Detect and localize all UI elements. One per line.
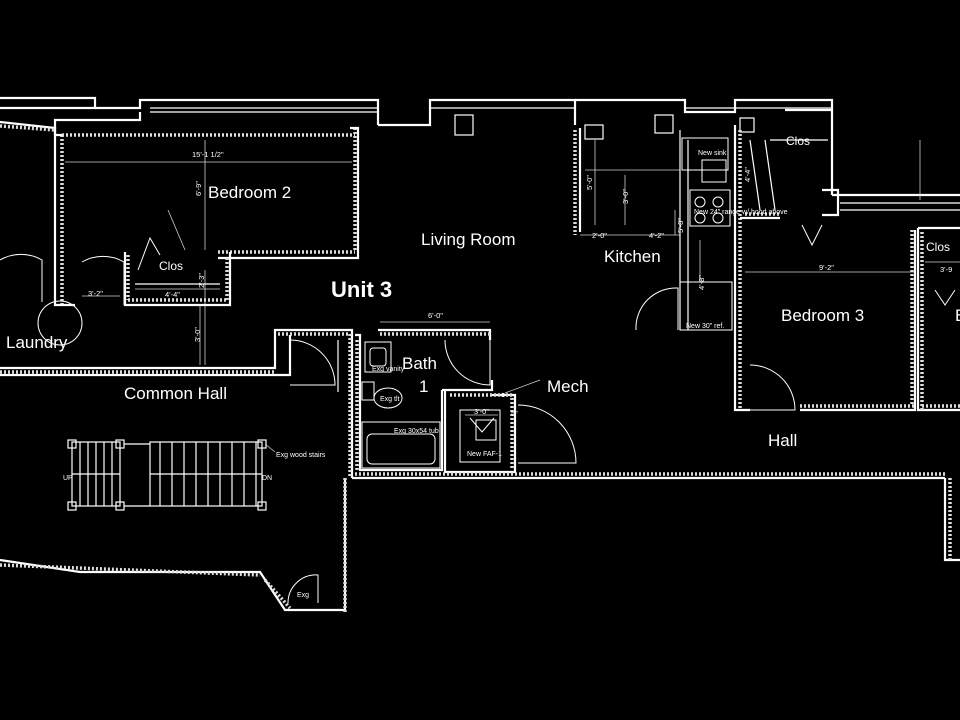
common-hall-walls [0,328,354,612]
common-hall-label: Common Hall [124,384,227,403]
stairs [67,439,276,511]
kitchen-dim-e: 5'-8" [676,218,685,233]
bedroom-2-closet-label: Clos [159,259,183,273]
new-faf-note: New FAF-1 [467,451,502,458]
exg-stairs-note: Exg wood stairs [276,452,326,459]
top-exterior-wall [0,96,960,217]
bedroom-3-width-dim: 9'-2" [819,263,834,272]
new-sink-note: New sink [698,150,727,157]
unit-label: Unit 3 [331,277,392,302]
bedroom-2-closet [123,209,232,307]
right-closet-label: Clos [926,240,950,254]
partial-room-label: B [955,306,960,325]
bedroom-3 [733,108,921,412]
mech-side-dim: 5" [511,409,518,418]
common-hall-depth-dim: 3'-0" [193,327,202,342]
kitchen [573,128,733,331]
bedroom-2-label: Bedroom 2 [208,183,291,202]
bedroom-3-label: Bedroom 3 [781,306,864,325]
laundry-area [0,253,201,365]
hall-label: Hall [768,431,797,450]
labels: Bedroom 2 Living Room Kitchen Bedroom 3 … [6,134,960,599]
new-ref-note: New 30" ref. [686,323,724,330]
laundry-label: Laundry [6,333,68,352]
kitchen-label: Kitchen [604,247,661,266]
laundry-width-dim: 3'-2" [88,289,103,298]
stair-treads [79,442,257,506]
kitchen-dim-c: 2'-0" [592,231,607,240]
bath-label: Bath [402,354,437,373]
kitchen-dim-d: 4'-2" [649,231,664,240]
stairs-up-note: UP [63,475,73,482]
bedroom-2-width-dim: 15'-1 1/2" [192,150,224,159]
mech-label: Mech [547,377,589,396]
mech-width-dim: 3'-0" [474,407,489,416]
exg-vanity-note: Exg vanity [372,366,405,373]
bath-number-label: 1 [419,377,428,396]
kitchen-dim-b: 3'-0" [621,189,630,204]
bath-1 [355,321,494,472]
closet-depth-dim: 2'-3" [197,273,206,288]
bath-width-dim: 6'-0" [428,311,443,320]
exg-tub-note: Exg 30x54 tub [394,428,439,435]
hall-bottom-wall [352,472,960,562]
top-right-dim: 4'-4" [743,167,752,182]
mech-room [443,379,577,474]
kitchen-dim-a: 5'-0" [585,175,594,190]
new-range-note: New 24" range w/ hood above [694,209,788,216]
top-right-closet-label: Clos [786,134,810,148]
right-closet-dim: 3'-9 [940,265,952,274]
bedroom-2-walls [53,126,360,365]
living-room-label: Living Room [421,230,516,249]
bedroom-2-height-dim: 6'-9" [194,181,203,196]
exg-toilet-note: Exg tlt [380,396,400,403]
fridge-dim: 4'-8" [697,275,706,290]
exg-door-note: Exg [297,592,309,599]
right-closet [916,226,960,412]
stairs-dn-note: DN [262,475,272,482]
closet-width-dim: 4'-4" [165,290,180,299]
